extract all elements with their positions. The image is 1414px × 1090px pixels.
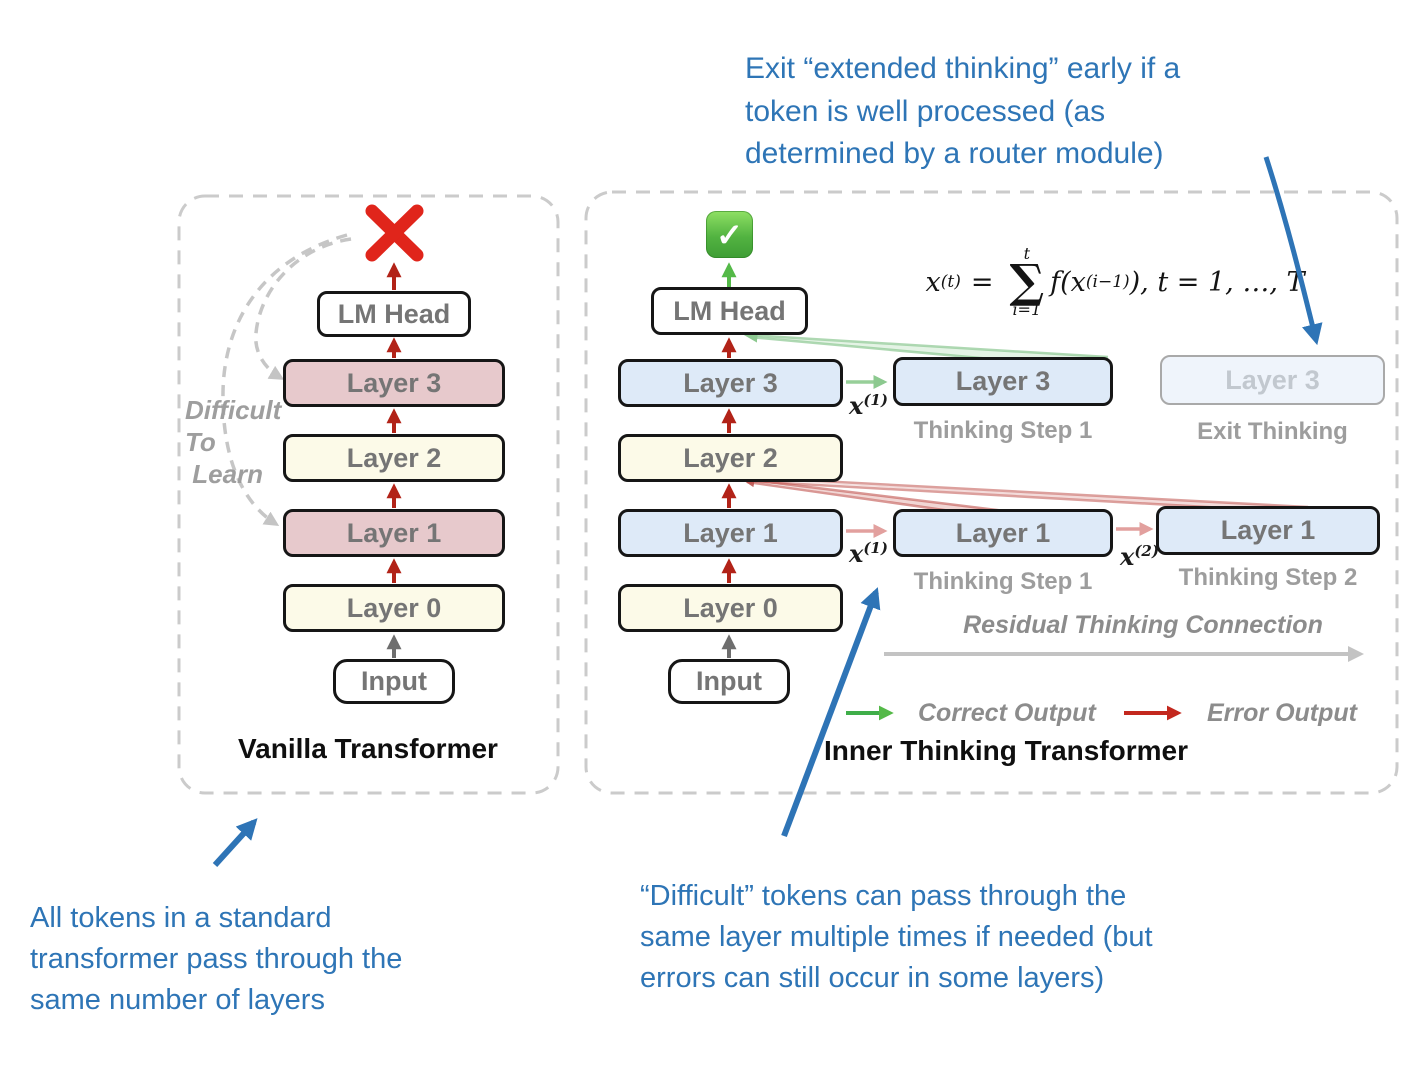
residual-connection-caption: Residual Thinking Connection [963, 611, 1323, 639]
difficult-to-learn-label: Difficult To Learn [185, 395, 282, 490]
annotation-standard-transformer: All tokens in a standard transformer pas… [30, 902, 403, 1017]
annotation-exit-thinking: Exit “extended thinking” early if a toke… [745, 52, 1181, 171]
vanilla-input-box: Input [333, 659, 455, 704]
formula-equals: = [970, 266, 994, 298]
sigma-lower: i=1 [1012, 299, 1042, 319]
sigma-symbol: ∑ [1009, 254, 1045, 309]
itt-layer1-box: Layer 1 [618, 509, 843, 557]
itt-input-box: Input [668, 659, 790, 704]
itt-layer3-box: Layer 3 [618, 359, 843, 407]
legend-error-label: Error Output [1207, 699, 1357, 727]
itt-layer0-box: Layer 0 [618, 584, 843, 632]
annotation-difficult-tokens: “Difficult” tokens can pass through the … [640, 880, 1153, 995]
residual-thinking-formula: x(t) = t ∑ i=1 f(x(i−1) ), t = 1, …, T [915, 233, 1315, 331]
itt-lm-head-box: LM Head [651, 287, 808, 335]
callout-arrow-vanilla [212, 818, 258, 868]
vanilla-layer0-box: Layer 0 [283, 584, 505, 632]
x-base: x [1120, 542, 1135, 571]
layer1-step2-caption: Thinking Step 2 [1178, 564, 1358, 591]
x2-sup: (2) [1134, 542, 1159, 560]
legend-correct-label: Correct Output [918, 699, 1096, 727]
vanilla-layer1-box: Layer 1 [283, 509, 505, 557]
formula-body: f(x [1050, 266, 1086, 298]
formula-lhs: x [925, 266, 941, 298]
itt-title: Inner Thinking Transformer [823, 735, 1189, 766]
check-glyph: ✓ [716, 216, 743, 253]
vanilla-layer3-box: Layer 3 [283, 359, 505, 407]
vanilla-layer2-box: Layer 2 [283, 434, 505, 482]
exit-thinking-caption: Exit Thinking [1197, 418, 1348, 445]
x1-sup: (1) [863, 391, 888, 409]
itt-layer3-exit-box: Layer 3 [1160, 355, 1385, 405]
x1-label-layer3-row: x(1) [849, 391, 888, 420]
x1-sup: (1) [863, 539, 888, 557]
x1-label-layer1-row: x(1) [849, 539, 888, 568]
x-base: x [849, 391, 864, 420]
x-base: x [849, 539, 864, 568]
vanilla-title: Vanilla Transformer [238, 733, 498, 764]
x2-label-layer1-row: x(2) [1120, 542, 1159, 571]
layer1-step1-caption: Thinking Step 1 [913, 568, 1093, 595]
layer3-step1-caption: Thinking Step 1 [913, 417, 1093, 444]
error-x-icon [365, 204, 424, 262]
sigma-upper: t [1023, 244, 1030, 264]
vanilla-lm-head-box: LM Head [317, 291, 471, 337]
formula-tail: ), t = 1, …, T [1129, 266, 1305, 298]
formula-body-sup: (i−1) [1085, 272, 1130, 292]
itt-layer3-step1-box: Layer 3 [893, 357, 1113, 406]
success-check-icon: ✓ [706, 211, 753, 258]
formula-sigma: t ∑ i=1 [1009, 246, 1044, 317]
itt-layer2-box: Layer 2 [618, 434, 843, 482]
formula-lhs-sup: (t) [940, 272, 961, 292]
itt-layer1-step1-box: Layer 1 [893, 509, 1113, 557]
itt-layer1-step2-box: Layer 1 [1156, 506, 1380, 555]
